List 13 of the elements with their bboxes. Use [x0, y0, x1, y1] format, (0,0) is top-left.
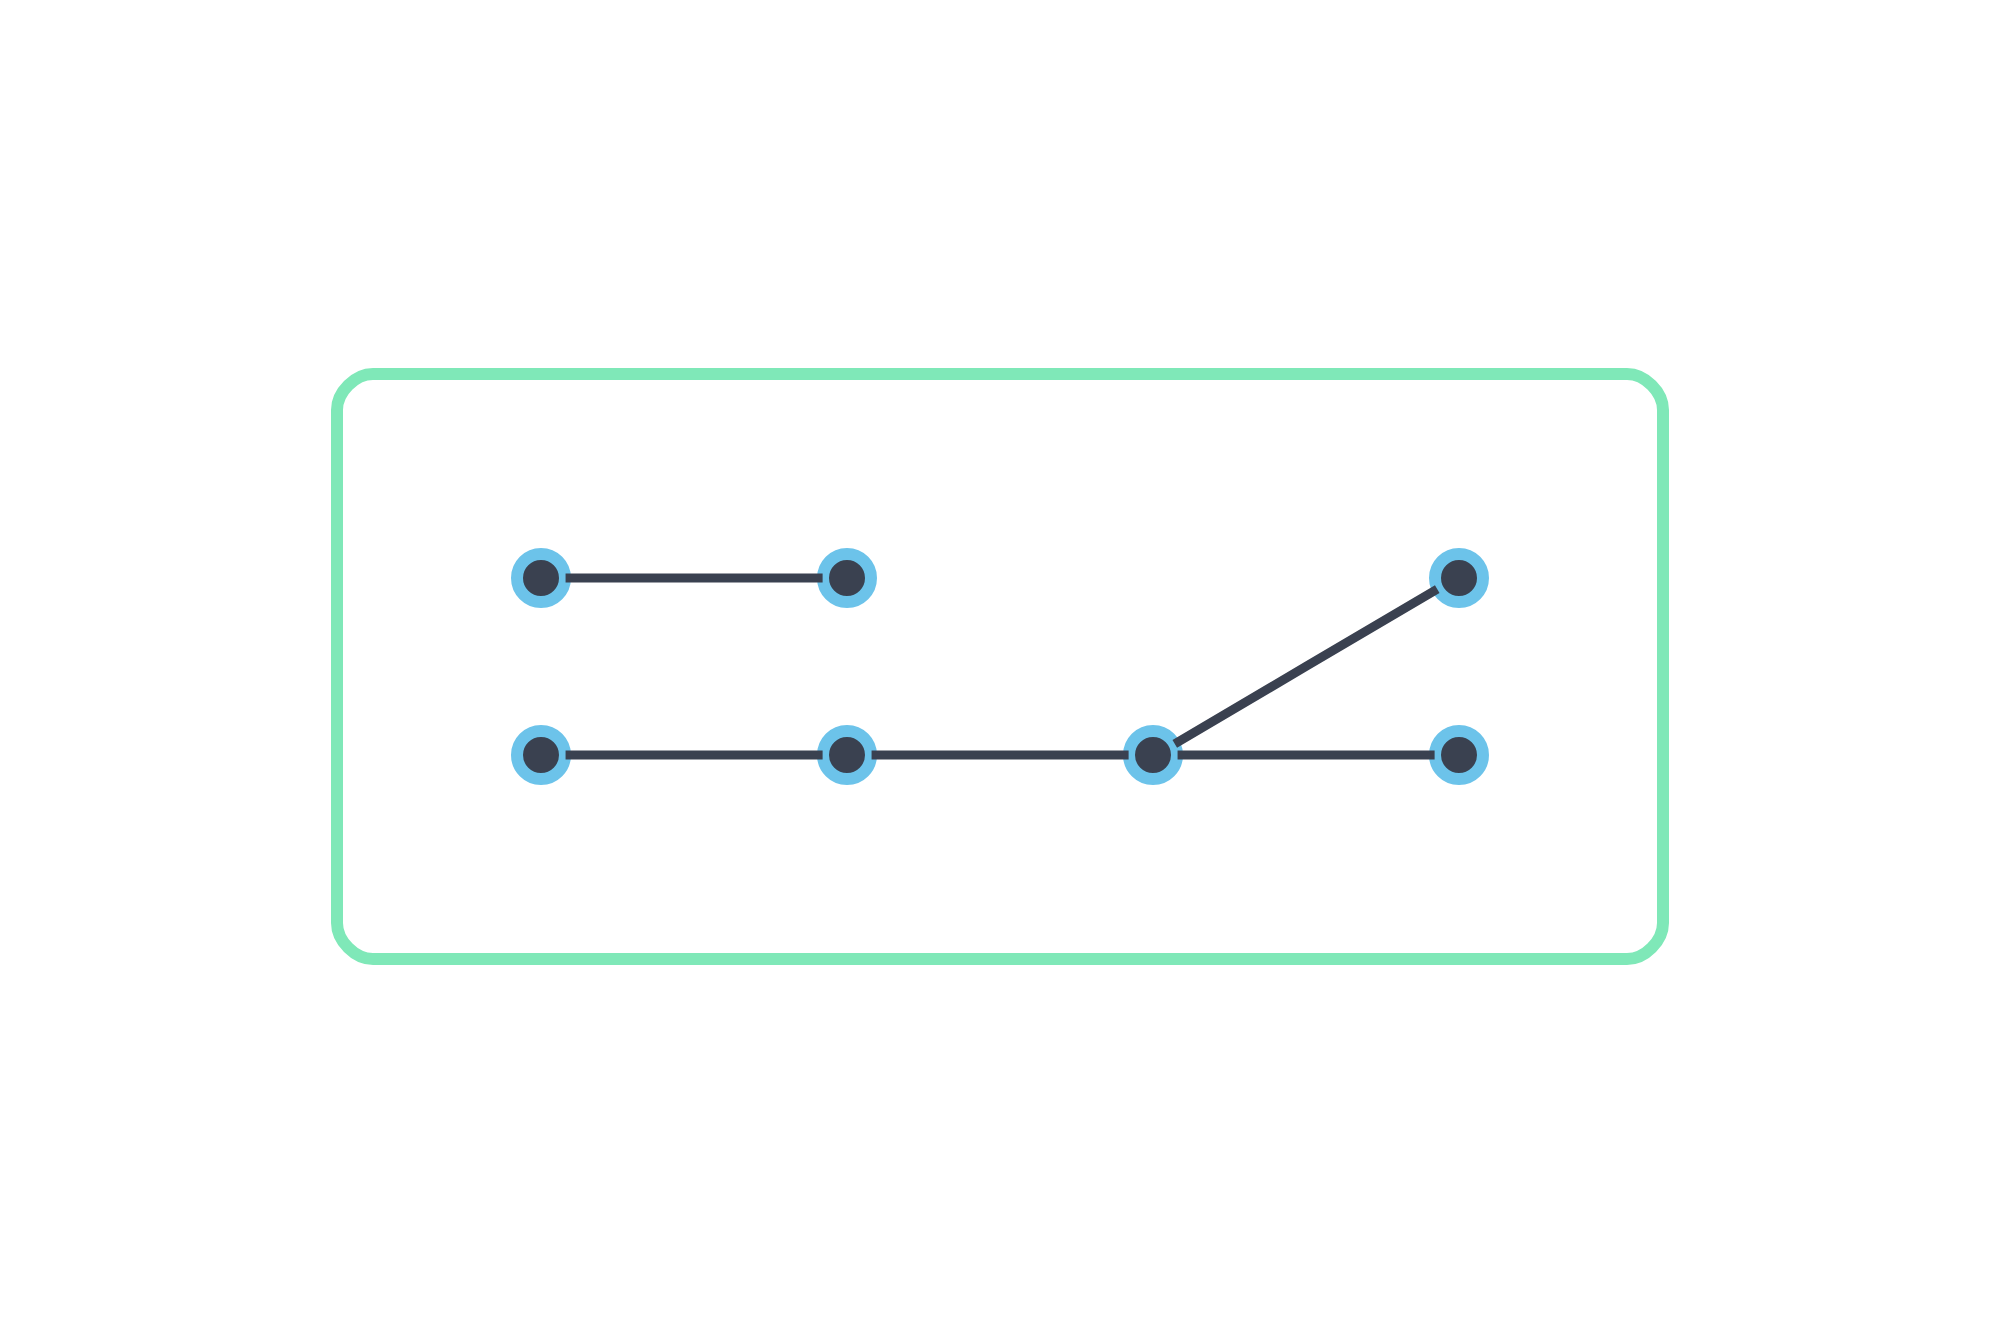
- node-circle: [1123, 725, 1183, 785]
- connector: [565, 750, 823, 760]
- node-circle: [511, 725, 571, 785]
- connector: [1172, 585, 1440, 748]
- connector: [1177, 750, 1435, 760]
- connector: [871, 750, 1129, 760]
- cluster: [331, 368, 1669, 965]
- node-circle: [1429, 725, 1489, 785]
- node-circle: [817, 725, 877, 785]
- node-circle: [817, 548, 877, 608]
- connector: [565, 573, 823, 583]
- node-circle: [1429, 548, 1489, 608]
- node-circle: [511, 548, 571, 608]
